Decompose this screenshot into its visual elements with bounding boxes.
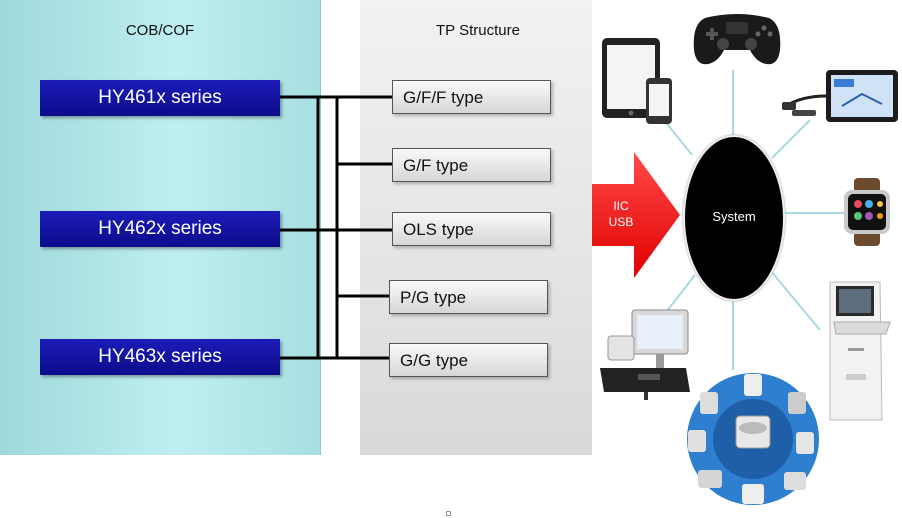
tp-type-pg[interactable]: P/G type: [389, 280, 548, 314]
tp-type-gff[interactable]: G/F/F type: [392, 80, 551, 114]
tp-type-ols[interactable]: OLS type: [392, 212, 551, 246]
smartwatch-icon: [844, 178, 890, 246]
tp-type-gf[interactable]: G/F type: [392, 148, 551, 182]
series-box-hy462x[interactable]: HY462x series: [40, 211, 280, 247]
interface-arrow: IIC USB: [592, 152, 682, 283]
kiosk-terminal-icon: [829, 281, 891, 421]
arrow-label-iic: IIC: [613, 199, 629, 213]
home-appliances-icon: [687, 373, 819, 505]
system-node: System: [683, 135, 785, 301]
tp-structure-title: TP Structure: [436, 22, 520, 39]
cob-cof-title: COB/COF: [125, 22, 195, 39]
gamepad-icon: [693, 14, 781, 65]
tp-type-gg[interactable]: G/G type: [389, 343, 548, 377]
car-navigation-icon: [782, 70, 898, 122]
series-box-hy461x[interactable]: HY461x series: [40, 80, 280, 116]
system-label: System: [712, 209, 756, 224]
arrow-label-usb: USB: [608, 215, 634, 229]
red-arrow-icon: [592, 152, 680, 278]
tablet-phone-icon: [602, 38, 672, 124]
series-box-hy463x[interactable]: HY463x series: [40, 339, 280, 375]
page-marker: [446, 511, 451, 516]
pos-terminal-icon: [600, 309, 690, 400]
